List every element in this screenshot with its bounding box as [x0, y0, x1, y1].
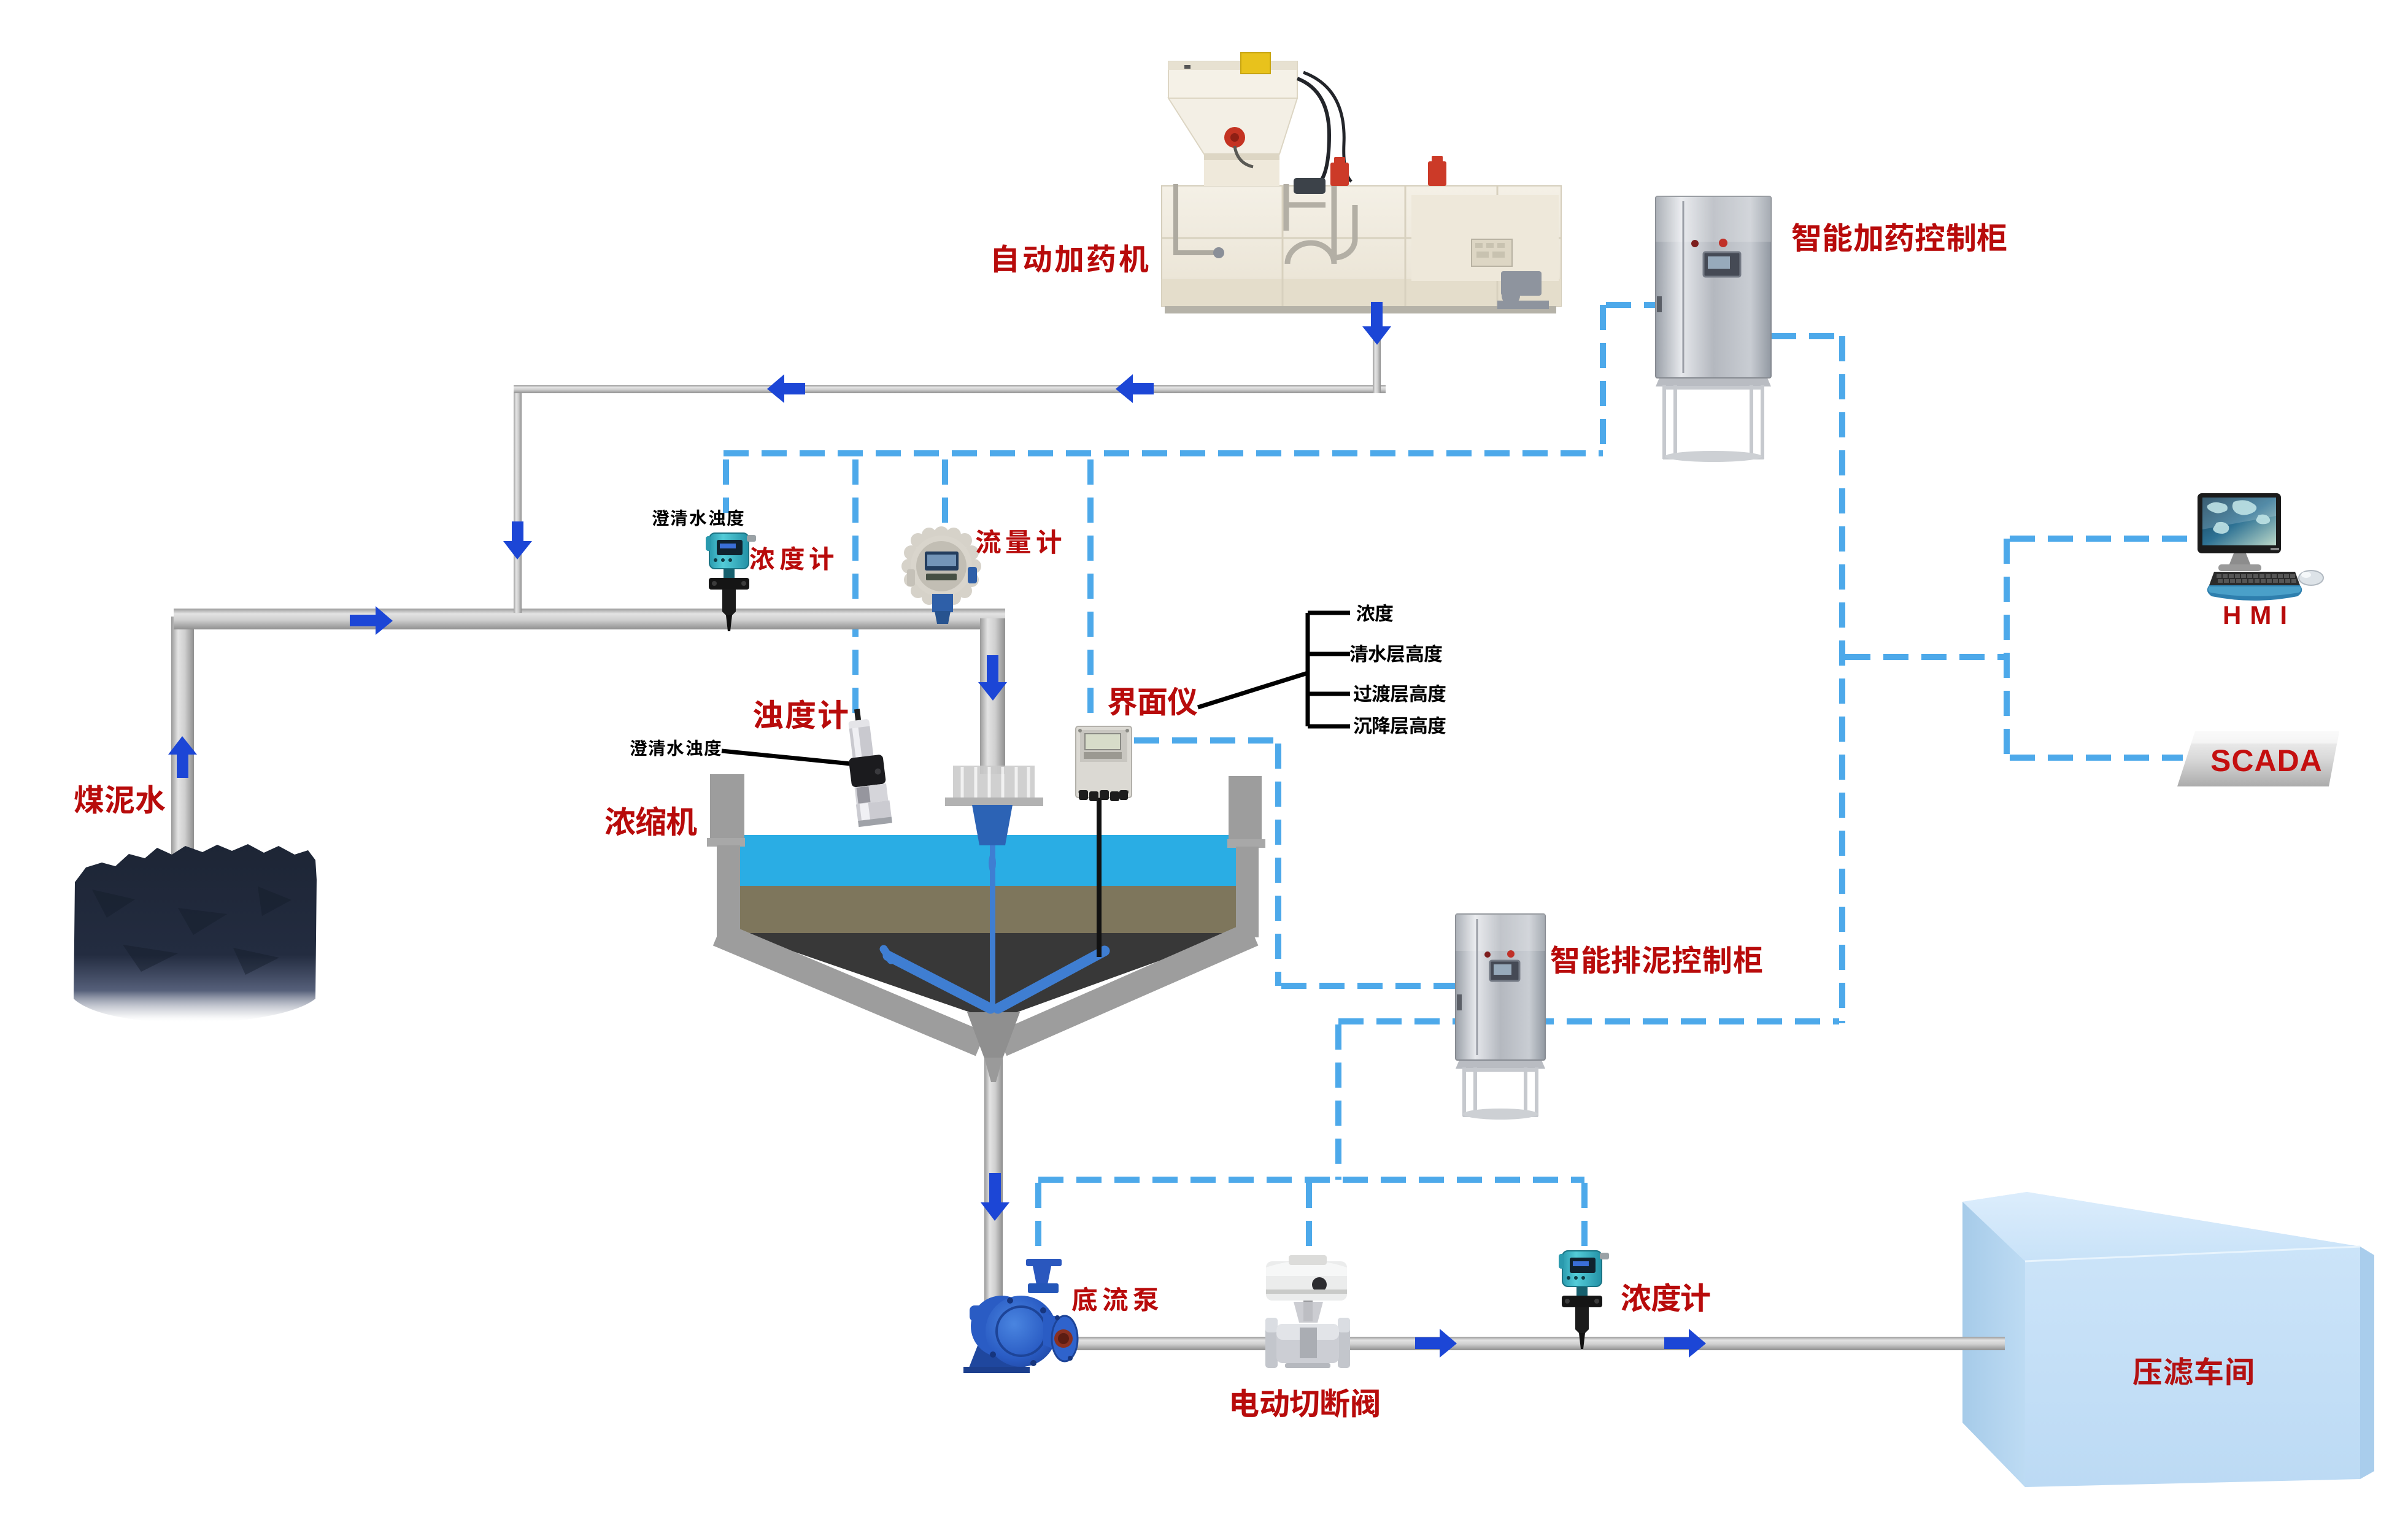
svg-text:SCADA: SCADA: [2210, 744, 2323, 778]
svg-text:HMI: HMI: [2223, 601, 2296, 629]
